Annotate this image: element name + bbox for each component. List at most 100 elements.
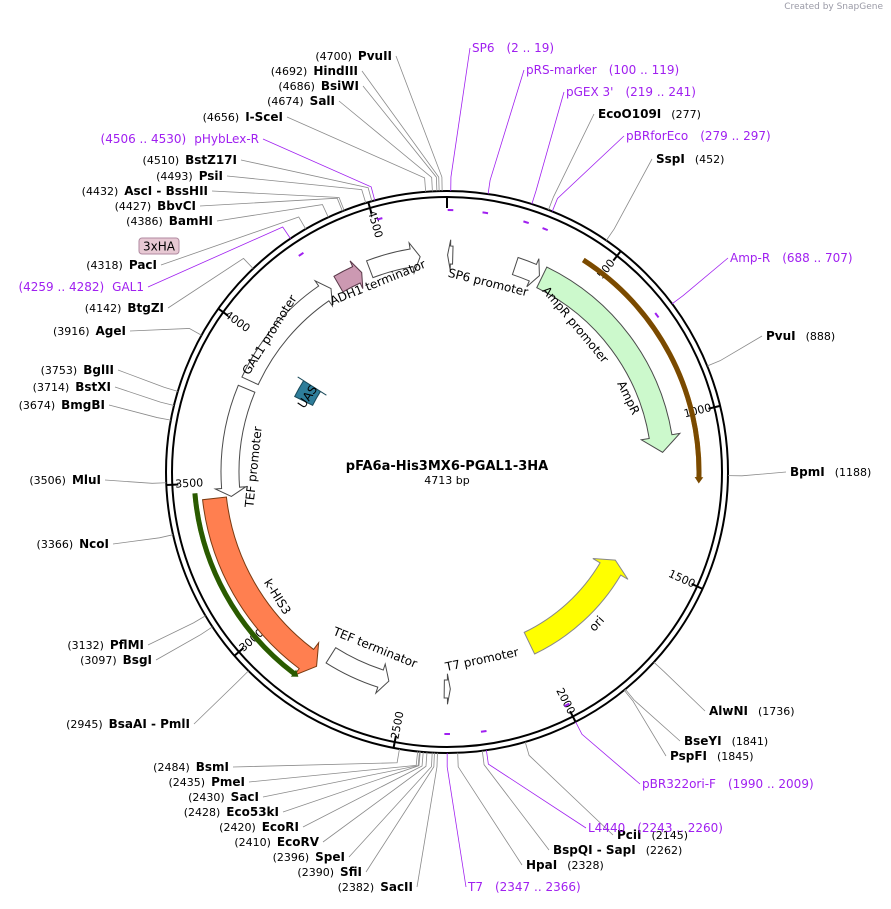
enzyme-name-sspi: SspI <box>656 152 685 166</box>
enzyme-pos-bsgi: (3097) <box>80 654 117 667</box>
enzyme-name-bsgi: BsgI <box>123 653 152 667</box>
enzyme-name-mlui: MluI <box>72 473 101 487</box>
leader-line <box>232 748 400 768</box>
enzyme-pos-bsiwi: (4686) <box>278 80 315 93</box>
leader-line <box>653 661 706 712</box>
primer-marker <box>563 702 570 708</box>
enzyme-name-bsaai-pmli: BsaAI - PmlI <box>109 717 190 731</box>
leader-line <box>282 751 421 813</box>
enzyme-name-bstxi: BstXI <box>75 380 111 394</box>
enzyme-name-pflmi: PflMI <box>110 638 144 652</box>
plasmid-size: 4713 bp <box>424 474 469 487</box>
leader-line <box>117 369 178 392</box>
leader-line <box>485 750 587 829</box>
enzyme-pos-pflmi: (3132) <box>67 639 104 652</box>
enzyme-name-hindiii: HindIII <box>313 64 358 78</box>
primer-range-l4440: (2243 .. 2260) <box>637 821 723 835</box>
enzyme-pos-pmei: (2435) <box>169 776 206 789</box>
enzyme-pos-bstz17i: (4510) <box>143 154 180 167</box>
tick-mark <box>612 250 622 262</box>
leader-line <box>348 752 433 858</box>
leader-line <box>605 158 653 241</box>
primer-name-pbr322ori-f: pBR322ori-F <box>642 777 716 791</box>
primer-range-pbr322ori-f: (1990 .. 2009) <box>728 777 814 791</box>
enzyme-pos-bsmi: (2484) <box>153 761 190 774</box>
enzyme-name-ecori: EcoRI <box>262 820 299 834</box>
leader-line <box>727 471 787 477</box>
enzyme-pos-i-scei: (4656) <box>203 111 240 124</box>
leader-line <box>531 91 565 205</box>
tick-label: 1000 <box>682 401 712 420</box>
leader-line <box>112 534 174 545</box>
leader-line <box>160 216 307 266</box>
enzyme-pos-sali: (4674) <box>267 95 304 108</box>
enzyme-pos-pcii: (2145) <box>652 829 689 842</box>
enzyme-pos-bpmi: (1188) <box>835 466 872 479</box>
leader-line <box>361 70 440 192</box>
tick-mark <box>166 483 179 487</box>
leader-line <box>362 85 438 192</box>
ampr-arrow <box>536 266 682 453</box>
tick-mark <box>217 307 229 317</box>
ampr-primer-arrow <box>581 257 704 484</box>
t7-promoter-arrow <box>443 673 451 705</box>
enzyme-name-bbvci: BbvCI <box>157 199 196 213</box>
primer-range-sp6: (2 .. 19) <box>507 41 555 55</box>
leader-line <box>671 257 729 305</box>
enzyme-pos-pspfi: (1845) <box>717 750 754 763</box>
leader-line <box>338 100 433 192</box>
primer-marker <box>298 251 304 257</box>
leader-line <box>457 752 523 866</box>
primer-range-gal1: (4259 .. 4282) <box>18 280 104 294</box>
tick-label: 4500 <box>365 209 385 240</box>
enzyme-pos-ecoo109i: (277) <box>671 108 701 121</box>
enzyme-name-paci: PacI <box>129 258 157 272</box>
tick-mark <box>392 735 397 749</box>
enzyme-name-bsiwi: BsiWI <box>321 79 359 93</box>
enzyme-pos-bbvci: (4427) <box>115 200 152 213</box>
enzyme-name-psii: PsiI <box>199 169 223 183</box>
leader-line <box>450 47 471 192</box>
tick-mark <box>233 647 245 657</box>
enzyme-pos-asci-bsshii: (4432) <box>82 185 119 198</box>
enzyme-pos-bspqi-sapi: (2262) <box>646 844 683 857</box>
leader-line <box>114 386 175 406</box>
leader-line <box>167 257 254 309</box>
primer-name-prs-marker: pRS-marker <box>526 63 597 77</box>
adh1-arrow <box>333 260 364 293</box>
leader-line <box>365 752 435 873</box>
primer-name-pgex-3-: pGEX 3' <box>566 85 613 99</box>
primer-name-t7: T7 <box>467 880 483 894</box>
enzyme-pos-sfii: (2390) <box>297 866 334 879</box>
primer-range-phyblex-r: (4506 .. 4530) <box>101 132 187 146</box>
leader-line <box>262 138 376 201</box>
enzyme-name-bsmi: BsmI <box>196 760 229 774</box>
tick-label: 2000 <box>553 686 577 717</box>
enzyme-name-sali: SalI <box>310 94 335 108</box>
enzyme-name-bstz17i: BstZ17I <box>185 153 237 167</box>
primer-marker <box>542 227 549 232</box>
enzyme-name-btgzi: BtgZI <box>127 301 164 315</box>
leader-line <box>446 752 467 888</box>
enzyme-pos-ncoi: (3366) <box>37 538 74 551</box>
leader-line <box>155 626 213 661</box>
sp6-promoter-arrow <box>447 239 454 271</box>
enzyme-pos-alwni: (1736) <box>758 705 795 718</box>
primer-marker <box>480 730 487 733</box>
leader-line <box>104 479 167 484</box>
primer-marker <box>523 220 530 225</box>
enzyme-pos-pvuii: (4700) <box>315 50 352 63</box>
snapgene-credit: Created by SnapGene <box>784 2 883 12</box>
enzyme-name-asci-bsshii: AscI - BssHII <box>124 184 208 198</box>
primer-marker <box>482 211 489 215</box>
primer-name-sp6: SP6 <box>472 41 495 55</box>
leader-line <box>487 69 525 195</box>
primer-range-amp-r: (688 .. 707) <box>782 251 852 265</box>
leader-line <box>624 688 681 742</box>
primer-range-prs-marker: (100 .. 119) <box>609 63 679 77</box>
leader-line <box>262 751 420 798</box>
enzyme-pos-pvui: (888) <box>806 330 836 343</box>
enzyme-name-pcii: PciI <box>617 828 642 842</box>
enzyme-name-pspfi: PspFI <box>670 749 707 763</box>
